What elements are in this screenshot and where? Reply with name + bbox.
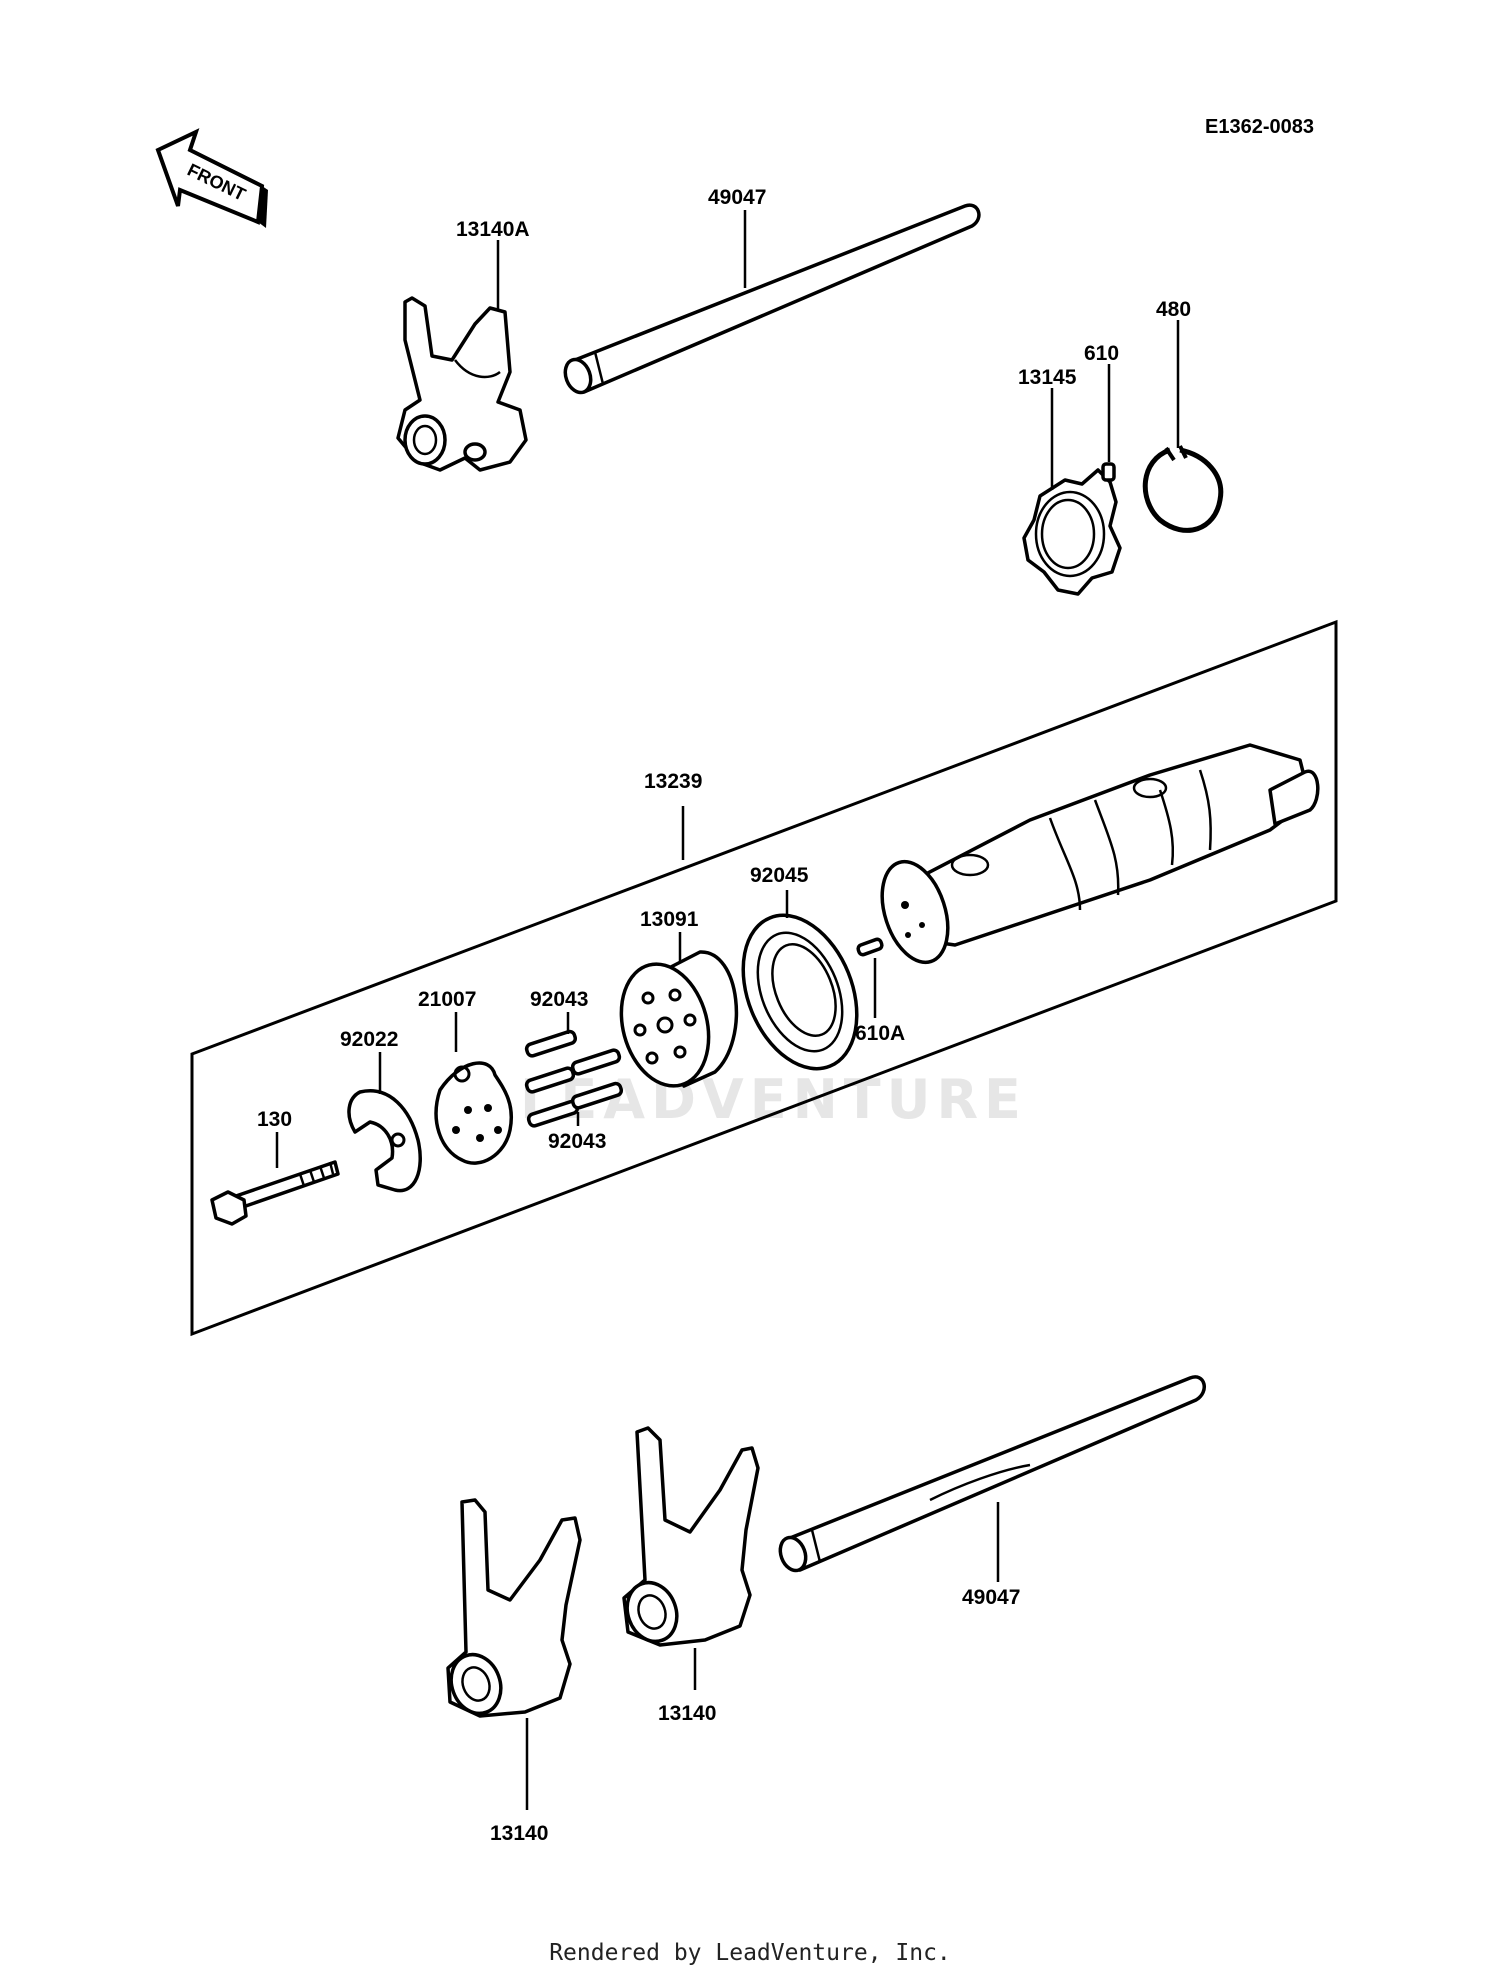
label-21007: 21007 xyxy=(418,988,476,1011)
front-arrow-icon: FRONT xyxy=(155,128,268,228)
label-92022: 92022 xyxy=(340,1028,398,1051)
label-49047-top: 49047 xyxy=(708,186,766,209)
label-13239: 13239 xyxy=(644,770,702,793)
label-610: 610 xyxy=(1084,342,1119,365)
cam-plate-21007 xyxy=(434,1061,513,1165)
label-13091: 13091 xyxy=(640,908,699,931)
pin-610a xyxy=(856,937,884,957)
stopper-plate-92022 xyxy=(347,1089,422,1193)
label-130: 130 xyxy=(257,1108,292,1131)
shift-fork-13140a xyxy=(396,296,528,472)
label-13140-left: 13140 xyxy=(490,1822,548,1845)
label-92043-lower: 92043 xyxy=(548,1130,606,1153)
bolt-130 xyxy=(210,1160,340,1226)
label-480: 480 xyxy=(1156,298,1191,321)
label-13140-right: 13140 xyxy=(658,1702,716,1725)
label-610a: 610A xyxy=(855,1022,905,1045)
bearing-92045 xyxy=(741,913,859,1071)
shift-fork-13140-right xyxy=(622,1426,760,1647)
shift-drum xyxy=(880,743,1320,965)
footer-credit: Rendered by LeadVenture, Inc. xyxy=(549,1940,951,1966)
diagram-code: E1362-0083 xyxy=(1205,116,1314,138)
shift-rod-bottom xyxy=(778,1375,1206,1573)
shift-rod-top xyxy=(563,203,981,395)
shift-fork-13140-left xyxy=(446,1498,582,1718)
pin-plate-13145 xyxy=(1022,468,1122,596)
label-92045: 92045 xyxy=(750,864,809,887)
label-92043-upper: 92043 xyxy=(530,988,588,1011)
label-13145: 13145 xyxy=(1018,366,1077,389)
label-49047-bottom: 49047 xyxy=(962,1586,1020,1609)
circlip-480 xyxy=(1142,445,1224,533)
pin-holder-13091 xyxy=(619,950,739,1088)
pins-92043 xyxy=(524,1029,624,1128)
label-13140a: 13140A xyxy=(456,218,530,241)
drum-assembly-box xyxy=(190,619,1338,1337)
pin-610 xyxy=(1101,462,1116,482)
